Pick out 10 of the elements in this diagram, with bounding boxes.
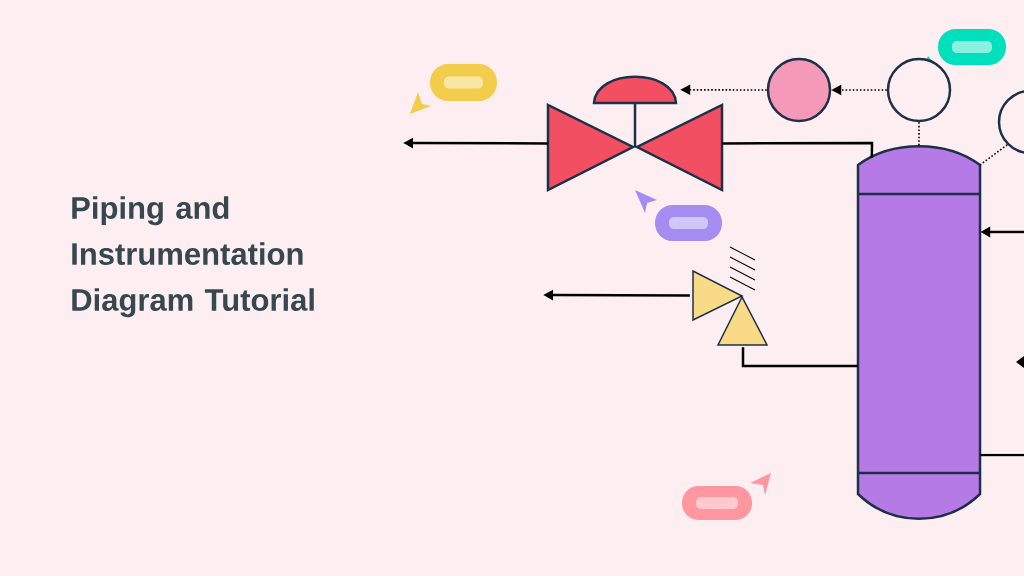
control-valve [546, 75, 724, 193]
title: Piping and Instrumentation Diagram Tutorial [72, 196, 314, 318]
pipe-line [722, 141, 874, 158]
vessel [856, 145, 982, 520]
pipe-line [918, 121, 920, 149]
pipe-line [979, 144, 1008, 166]
instrument-circle [886, 57, 952, 123]
pipe-line [980, 453, 1024, 457]
pipe-line [741, 347, 858, 368]
instrument-circle [766, 57, 832, 123]
